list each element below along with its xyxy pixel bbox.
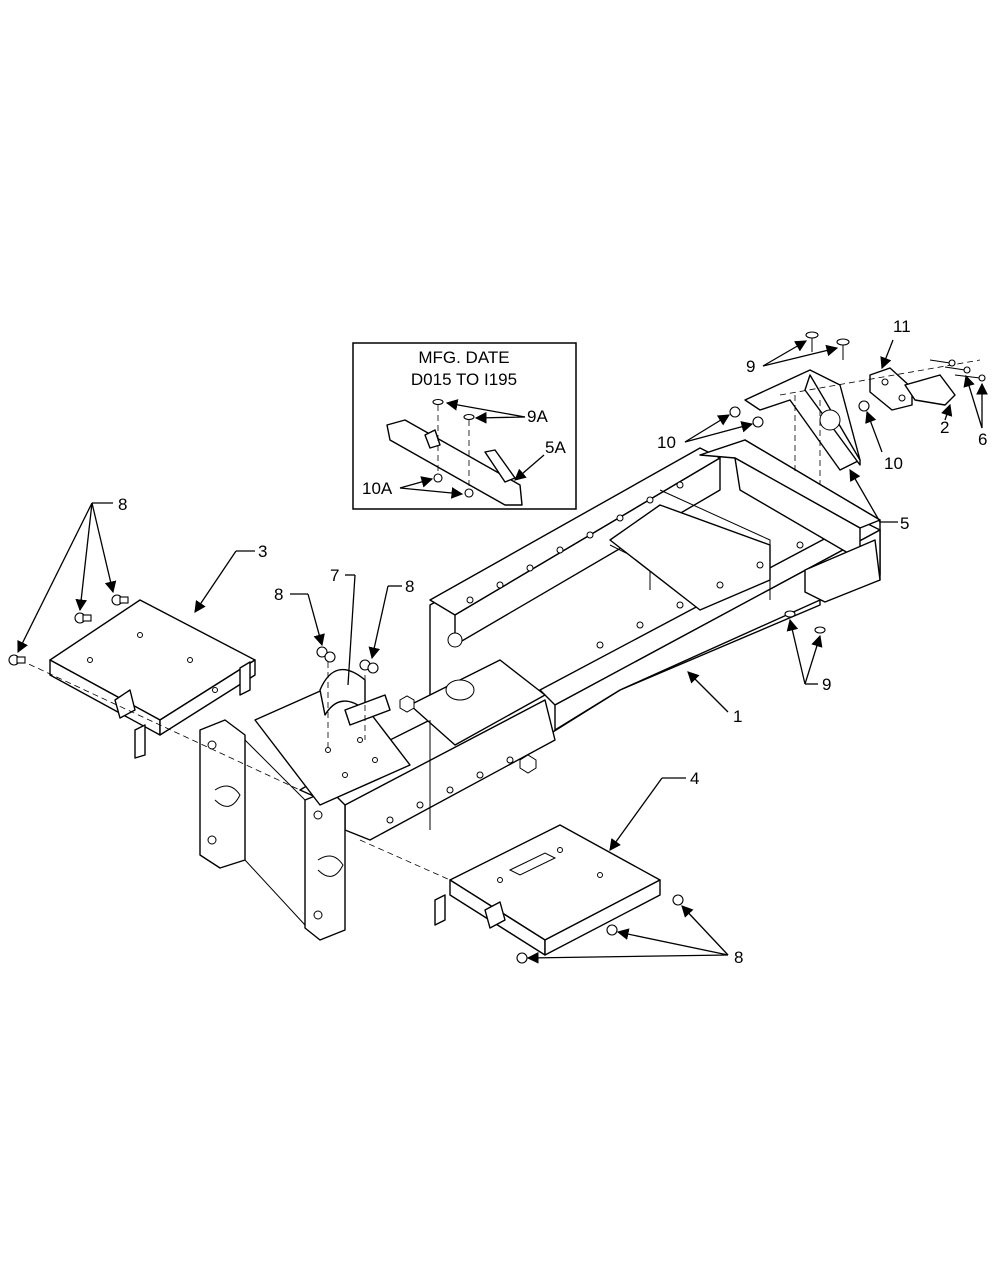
callout-5a: 5A — [545, 438, 566, 457]
callout-8-top-left: 8 — [118, 495, 127, 514]
center-mount-plate — [254, 662, 411, 806]
rear-bracket — [744, 369, 861, 485]
callout-8-center-left: 8 — [274, 585, 283, 604]
nut-10-c — [858, 400, 870, 412]
callout-9a: 9A — [527, 407, 548, 426]
bolt-6-a — [929, 359, 956, 367]
callout-2: 2 — [940, 418, 949, 437]
bolt-8-h — [516, 952, 528, 964]
bolt-6-b — [944, 366, 971, 374]
callout-8-bottom: 8 — [734, 948, 743, 967]
bolt-6-c — [954, 374, 986, 382]
callout-6: 6 — [978, 430, 987, 449]
callout-1: 1 — [733, 707, 742, 726]
callouts: 8 3 8 7 8 1 4 8 9 — [17, 317, 988, 967]
bolt-9-d — [814, 626, 826, 634]
callout-9-bottom: 9 — [822, 675, 831, 694]
latch-assembly — [779, 359, 981, 411]
bottom-deck-plate — [359, 824, 661, 956]
nut-10-a — [729, 406, 741, 418]
bolt-9-a — [805, 331, 819, 352]
callout-4: 4 — [690, 769, 699, 788]
callout-11: 11 — [893, 317, 911, 336]
bolt-8-g — [606, 924, 618, 936]
bolt-9-c — [784, 610, 796, 618]
bolt-8-d — [316, 646, 336, 663]
callout-10-right: 10 — [884, 454, 903, 473]
frame-holes — [386, 481, 804, 824]
callout-8-center-right: 8 — [405, 577, 414, 596]
callout-5: 5 — [900, 514, 909, 533]
bolt-8-b — [74, 612, 92, 624]
callout-9-top: 9 — [746, 357, 755, 376]
inset-title-line1: MFG. DATE — [418, 348, 509, 367]
bolt-8-e — [359, 659, 379, 674]
main-frame — [199, 439, 881, 941]
inset-detail-box: MFG. DATE D015 TO I195 9A 5A 10A — [352, 342, 577, 510]
bolt-9-b — [836, 338, 850, 360]
inset-title-line2: D015 TO I195 — [411, 370, 517, 389]
callout-7: 7 — [330, 566, 339, 585]
hardware-bolts — [8, 331, 986, 964]
bolt-8-f — [672, 894, 684, 906]
callout-3: 3 — [258, 542, 267, 561]
left-deck-plate — [19, 599, 301, 791]
callout-10-left: 10 — [657, 433, 676, 452]
callout-10a: 10A — [362, 479, 393, 498]
bolt-8-a — [8, 654, 26, 666]
nut-10-b — [752, 416, 764, 428]
bolt-8-c — [111, 594, 129, 606]
